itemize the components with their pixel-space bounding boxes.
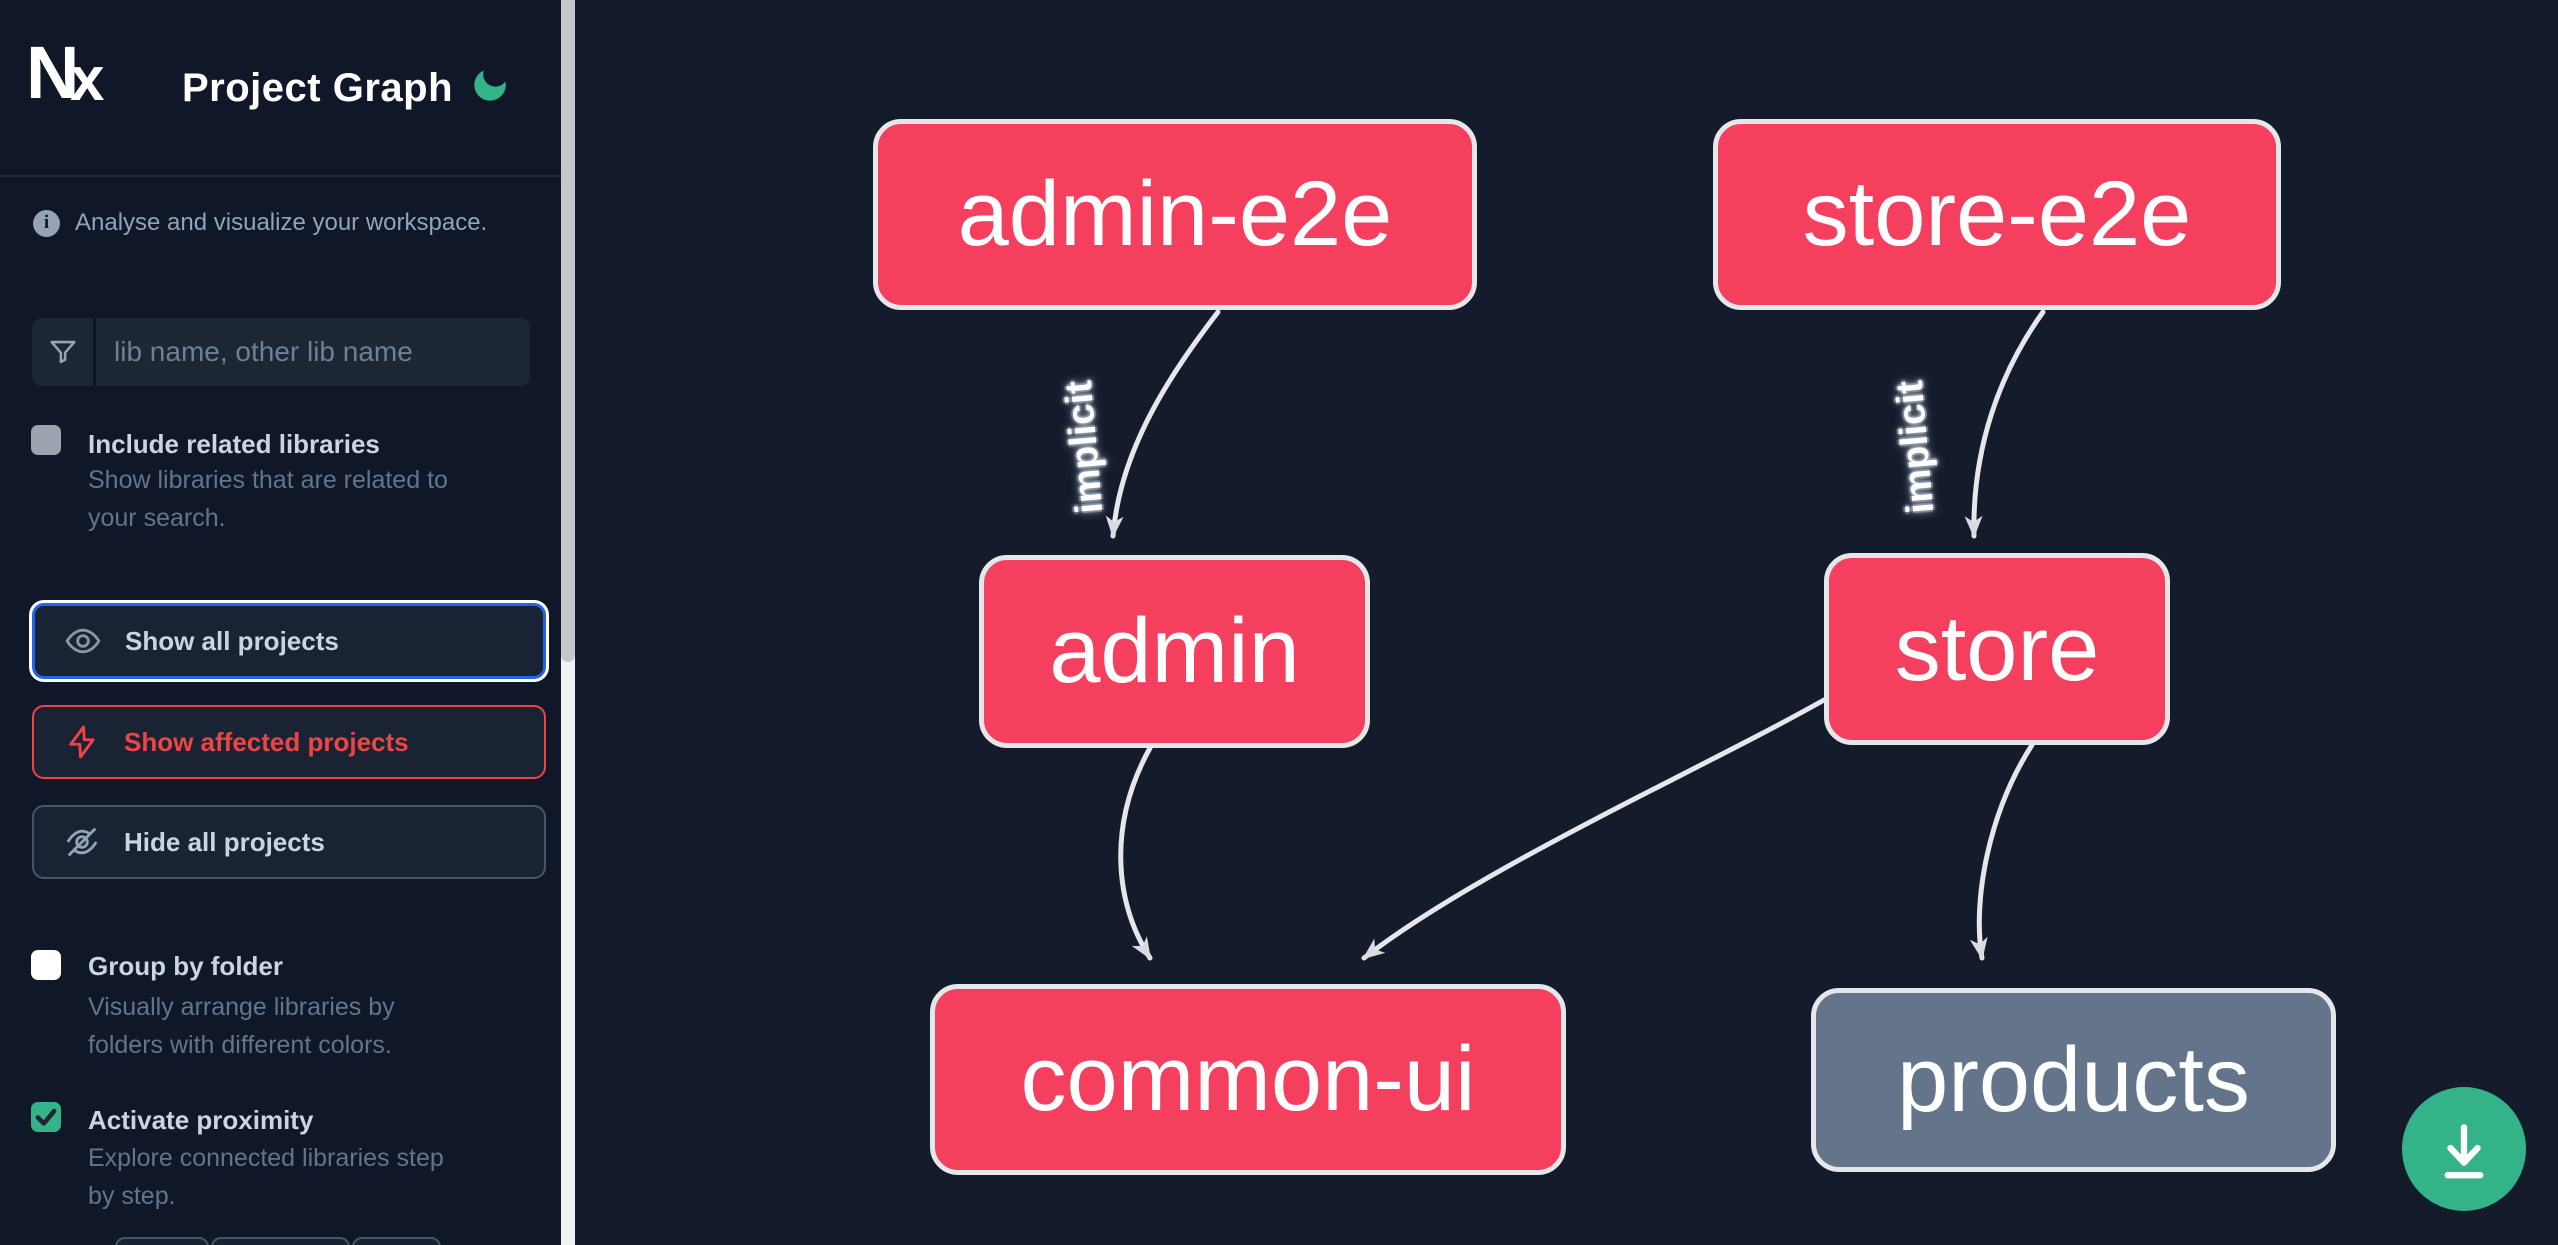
download-image-button[interactable] xyxy=(2402,1087,2526,1211)
edge-store-products[interactable] xyxy=(1969,742,2035,961)
show-all-projects-button[interactable]: Show all projects xyxy=(32,603,546,679)
info-icon: i xyxy=(33,209,60,237)
group-by-folder-label[interactable]: Group by folder xyxy=(88,951,283,981)
workspace-tagline: i Analyse and visualize your workspace. xyxy=(33,206,533,240)
graph-node-products[interactable]: products xyxy=(1811,988,2336,1172)
eye-off-icon xyxy=(62,822,102,862)
graph-node-store-e2e[interactable]: store-e2e xyxy=(1713,119,2281,310)
hide-all-projects-button[interactable]: Hide all projects xyxy=(32,805,546,879)
graph-node-admin[interactable]: admin xyxy=(979,555,1370,748)
sidebar-header: N x Project Graph xyxy=(0,0,561,175)
include-related-desc: Show libraries that are related to your … xyxy=(88,466,448,532)
proximity-decrement-button[interactable] xyxy=(115,1237,209,1245)
sidebar-scrollbar-thumb[interactable] xyxy=(561,0,575,662)
edge-store-common-ui[interactable] xyxy=(1361,697,1827,961)
show-affected-projects-button[interactable]: Show affected projects xyxy=(32,705,546,779)
graph-canvas[interactable]: implicit implicit admin-e2e store-e2e ad… xyxy=(575,0,2558,1245)
bolt-icon xyxy=(62,724,102,760)
page-title: Project Graph xyxy=(182,66,454,110)
edge-store-e2e-store[interactable] xyxy=(1964,309,2046,539)
edge-admin-e2e-admin[interactable] xyxy=(1105,309,1221,539)
group-by-folder-checkbox[interactable] xyxy=(31,950,61,980)
filter-funnel-icon xyxy=(32,318,96,386)
svg-text:x: x xyxy=(70,45,105,112)
divider xyxy=(0,175,561,177)
graph-node-common-ui[interactable]: common-ui xyxy=(930,984,1566,1175)
graph-node-admin-e2e[interactable]: admin-e2e xyxy=(873,119,1477,310)
proximity-increment-button[interactable] xyxy=(352,1237,441,1245)
graph-node-store[interactable]: store xyxy=(1824,553,2170,745)
include-related-checkbox[interactable] xyxy=(31,425,61,455)
sidebar-scrollbar-track[interactable] xyxy=(561,0,575,1245)
sidebar: N x Project Graph i Analyse and visualiz… xyxy=(0,0,561,1245)
check-icon xyxy=(35,1108,57,1126)
activate-proximity-desc: Explore connected libraries step by step… xyxy=(88,1144,444,1210)
nx-logo-icon: N x xyxy=(28,36,105,112)
svg-text:N: N xyxy=(28,36,79,112)
search-field xyxy=(32,318,530,386)
graph-edges xyxy=(1105,309,2046,961)
proximity-value-field[interactable] xyxy=(211,1237,350,1245)
activate-proximity-checkbox[interactable] xyxy=(31,1102,61,1132)
activate-proximity-label[interactable]: Activate proximity xyxy=(88,1105,314,1135)
search-input[interactable] xyxy=(96,318,530,386)
include-related-label[interactable]: Include related libraries xyxy=(88,429,380,459)
eye-icon xyxy=(63,621,103,661)
dark-mode-moon-icon[interactable] xyxy=(468,64,512,108)
download-icon xyxy=(2444,1124,2484,1179)
group-by-folder-desc: Visually arrange libraries by folders wi… xyxy=(88,993,395,1059)
edge-admin-common-ui[interactable] xyxy=(1118,745,1153,961)
